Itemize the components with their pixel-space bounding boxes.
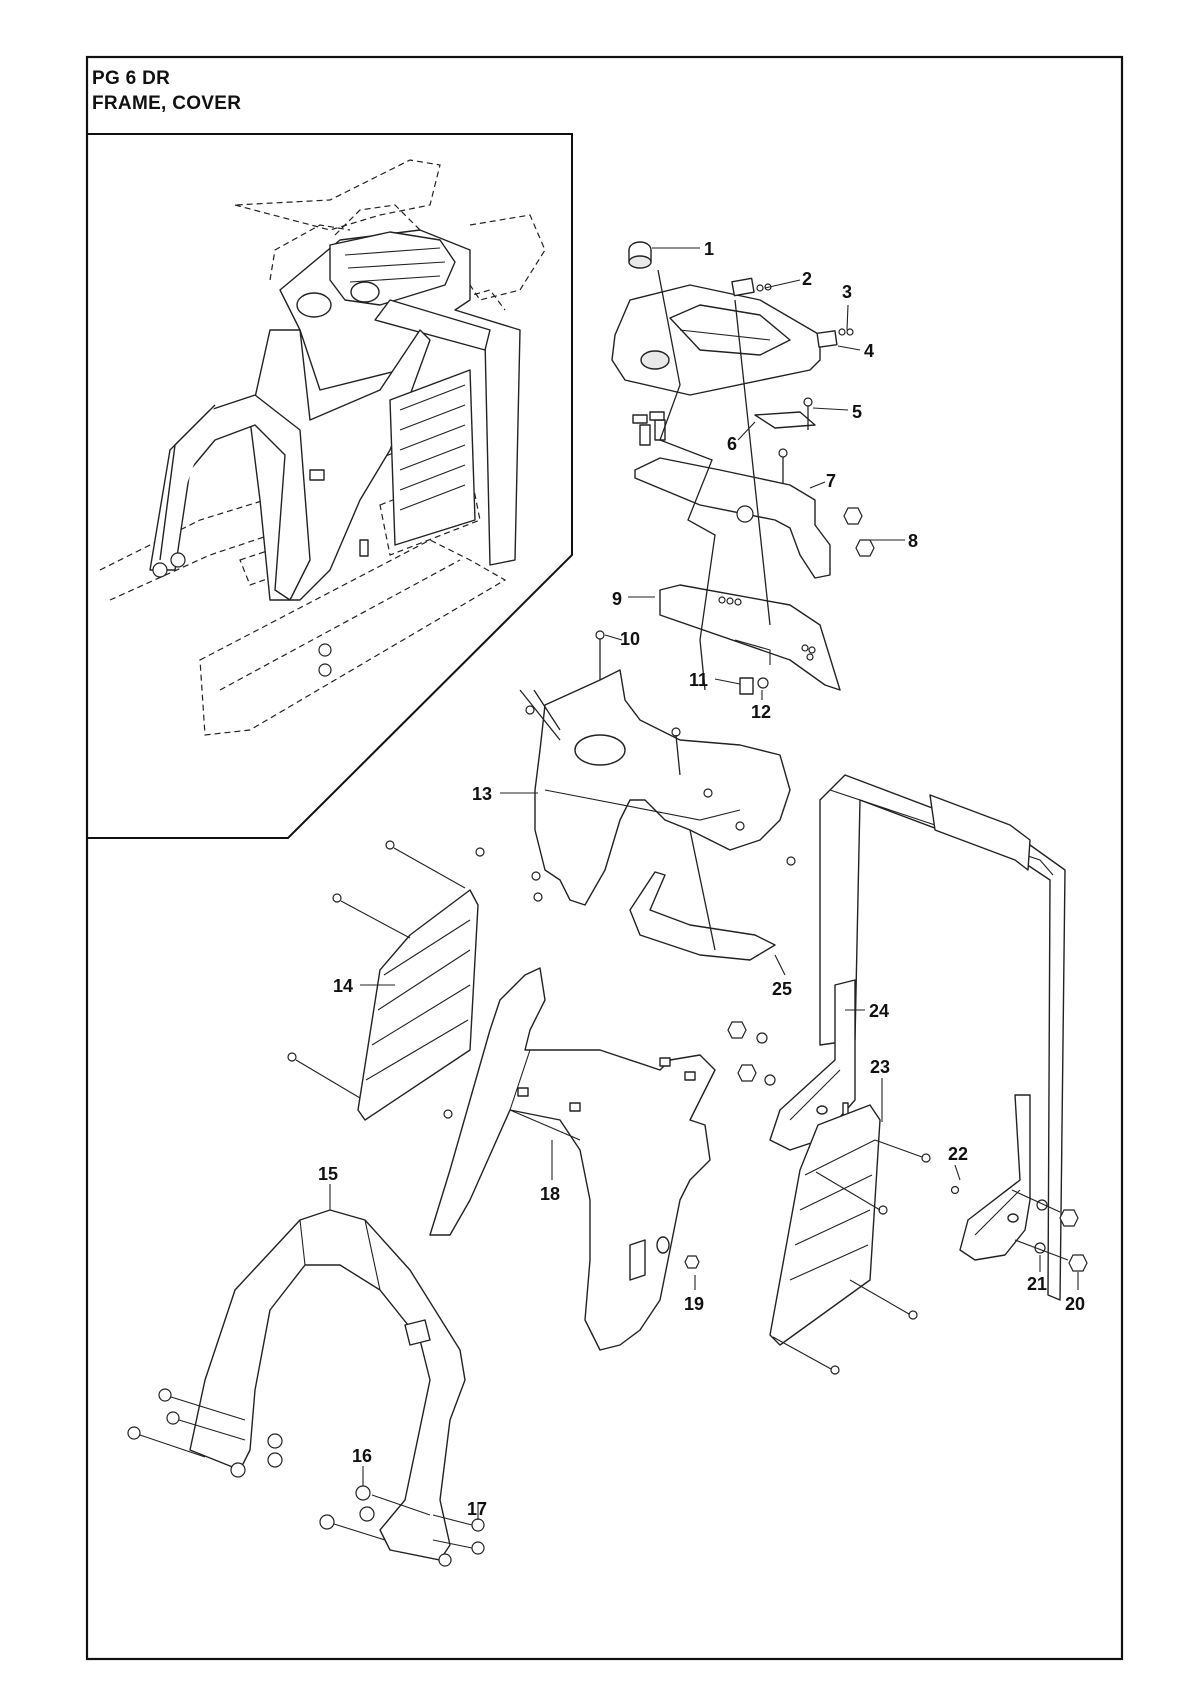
diagram-section-title: FRAME, COVER [92, 93, 242, 114]
callout-4: 4 [864, 341, 874, 361]
part-1-cap [628, 241, 652, 269]
callout-11: 11 [689, 670, 708, 690]
callout-1: 1 [704, 239, 714, 259]
callout-7: 7 [826, 471, 836, 491]
callout-19: 19 [684, 1294, 704, 1314]
part-2-top-cover [611, 277, 821, 396]
part-11-clip [739, 677, 754, 695]
callout-14: 14 [333, 976, 353, 996]
callout-25: 25 [772, 979, 792, 999]
callout-21: 21 [1027, 1274, 1047, 1294]
part-22-clip [950, 1185, 960, 1195]
callout-12: 12 [751, 702, 771, 722]
part-20-bolts [1011, 1189, 1088, 1272]
callout-labels: 1 2 3 4 5 6 7 8 9 10 11 12 13 14 15 16 1… [318, 239, 1085, 1519]
callout-15: 15 [318, 1164, 338, 1184]
part-7-frame-bracket [632, 411, 831, 579]
callout-10: 10 [620, 629, 640, 649]
part-15-front-frame [127, 1209, 466, 1561]
callout-22: 22 [948, 1144, 968, 1164]
part-18-center-frame [429, 967, 716, 1351]
part-25-strip [629, 829, 776, 961]
callout-9: 9 [612, 589, 622, 609]
callout-6: 6 [727, 434, 737, 454]
callout-18: 18 [540, 1184, 560, 1204]
overview-inset-border [87, 133, 573, 839]
part-24-bolts [727, 1021, 776, 1086]
part-12-nut [757, 677, 769, 689]
callout-3: 3 [842, 282, 852, 302]
part-17-bolts [399, 1514, 485, 1567]
page-border [85, 55, 1124, 1661]
part-8-bolts [843, 507, 875, 557]
callout-23: 23 [870, 1057, 890, 1077]
part-21-washers [1034, 1199, 1048, 1254]
part-3-4-brackets [816, 328, 854, 348]
callout-16: 16 [352, 1446, 372, 1466]
part-23-side-panel [769, 1104, 931, 1375]
part-16-nuts [319, 1485, 431, 1541]
callout-leaders [329, 247, 1079, 1520]
part-10-screw [595, 630, 605, 680]
part-9-plate [659, 584, 841, 691]
overview-assembly [99, 159, 546, 736]
callout-8: 8 [908, 531, 918, 551]
callout-24: 24 [869, 1001, 889, 1021]
part-14-side-panel [287, 840, 479, 1121]
callout-20: 20 [1065, 1294, 1085, 1314]
callout-13: 13 [472, 784, 492, 804]
callout-17: 17 [467, 1499, 487, 1519]
part-6-plate [754, 411, 816, 429]
part-24-roll-frame [769, 774, 1066, 1301]
part-13-panel [475, 669, 796, 906]
diagram-model-title: PG 6 DR [92, 68, 171, 89]
callout-5: 5 [852, 402, 862, 422]
callout-2: 2 [802, 269, 812, 289]
